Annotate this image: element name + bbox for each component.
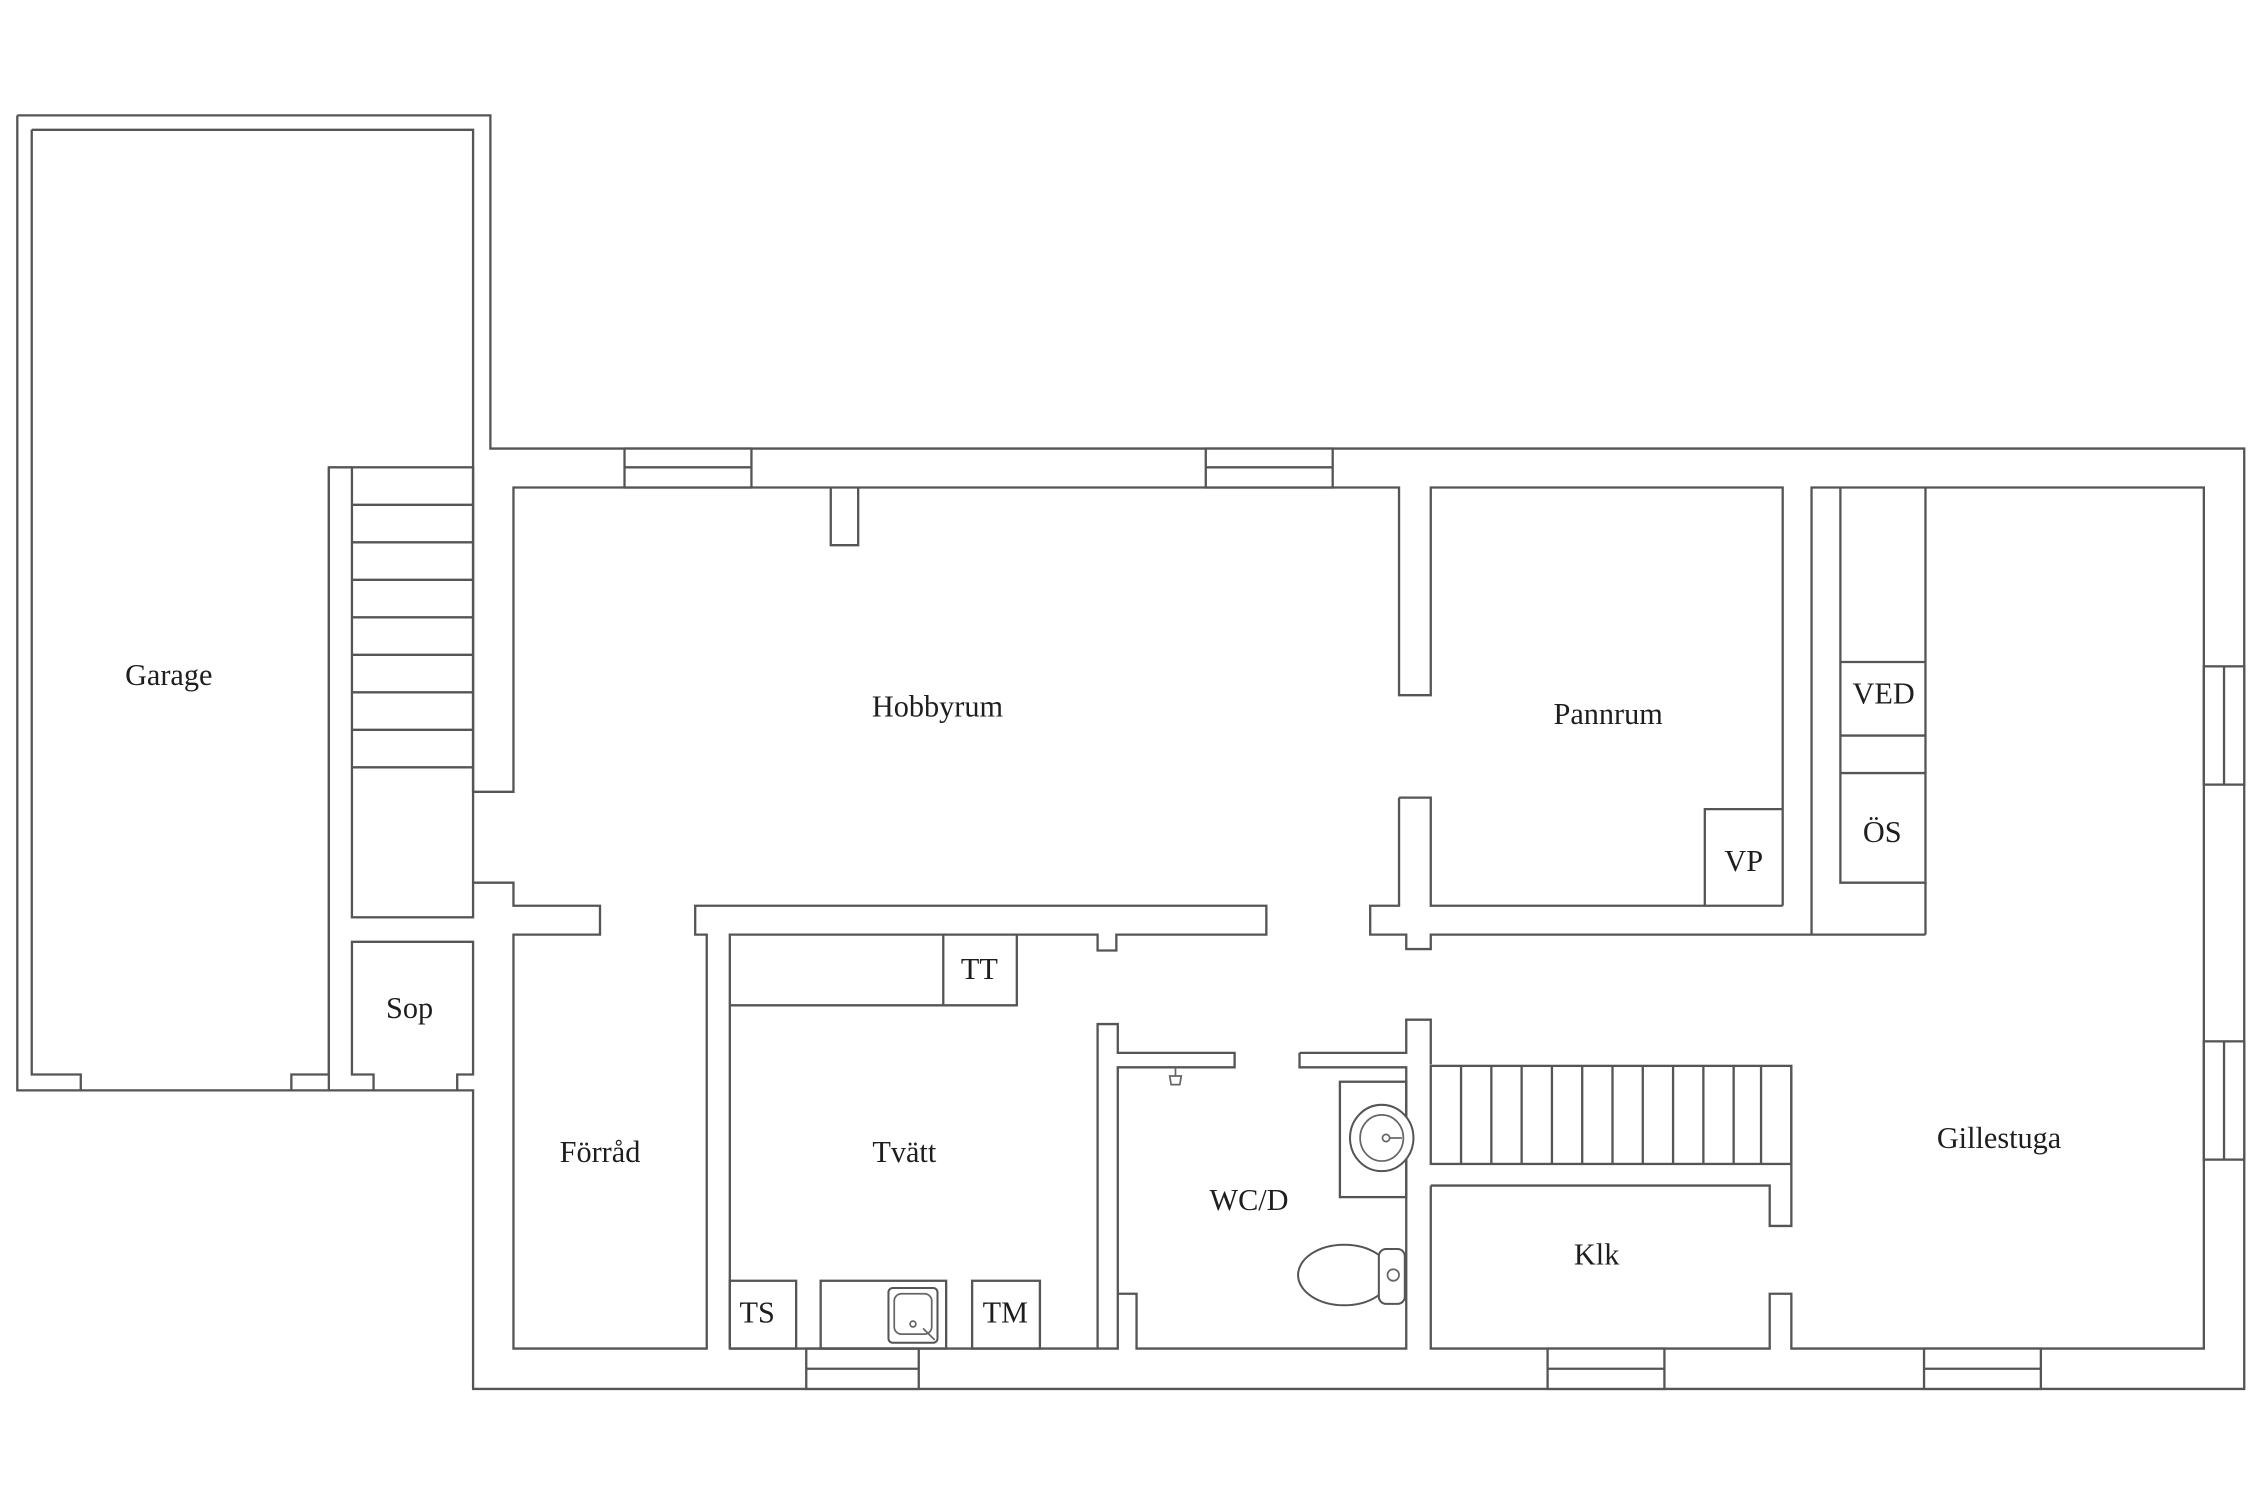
staircase-east bbox=[1429, 1064, 1793, 1166]
room-label-os: ÖS bbox=[1863, 815, 1902, 849]
fixtures bbox=[728, 1067, 1415, 1350]
washbasin-icon bbox=[1338, 1080, 1415, 1199]
room-label-ved: VED bbox=[1853, 677, 1915, 711]
room-label-vp: VP bbox=[1724, 844, 1763, 878]
room-label-ts: TS bbox=[740, 1295, 775, 1329]
room-label-tm: TM bbox=[983, 1295, 1028, 1329]
interior-walls bbox=[473, 487, 1927, 1350]
room-label-klk: Klk bbox=[1574, 1238, 1620, 1272]
room-label-pannrum: Pannrum bbox=[1554, 697, 1664, 731]
shower-icon bbox=[1168, 1067, 1183, 1086]
room-label-gillestuga: Gillestuga bbox=[1937, 1121, 2062, 1155]
room-label-garage: Garage bbox=[125, 658, 212, 692]
windows bbox=[623, 447, 2246, 1391]
staircase-west bbox=[327, 466, 475, 1091]
room-label-tvatt: Tvätt bbox=[872, 1135, 936, 1169]
room-label-tt: TT bbox=[961, 952, 998, 986]
toilet-icon bbox=[1297, 1243, 1406, 1307]
room-label-wcd: WC/D bbox=[1210, 1183, 1289, 1217]
room-label-sop: Sop bbox=[386, 991, 433, 1025]
room-labels: Garage Sop Hobbyrum Pannrum VP VED ÖS TT… bbox=[125, 658, 2062, 1330]
room-label-hobbyrum: Hobbyrum bbox=[872, 690, 1004, 724]
laundry-sink-icon bbox=[887, 1286, 939, 1344]
sop-room bbox=[350, 940, 475, 1091]
room-label-forrad: Förråd bbox=[560, 1135, 641, 1169]
